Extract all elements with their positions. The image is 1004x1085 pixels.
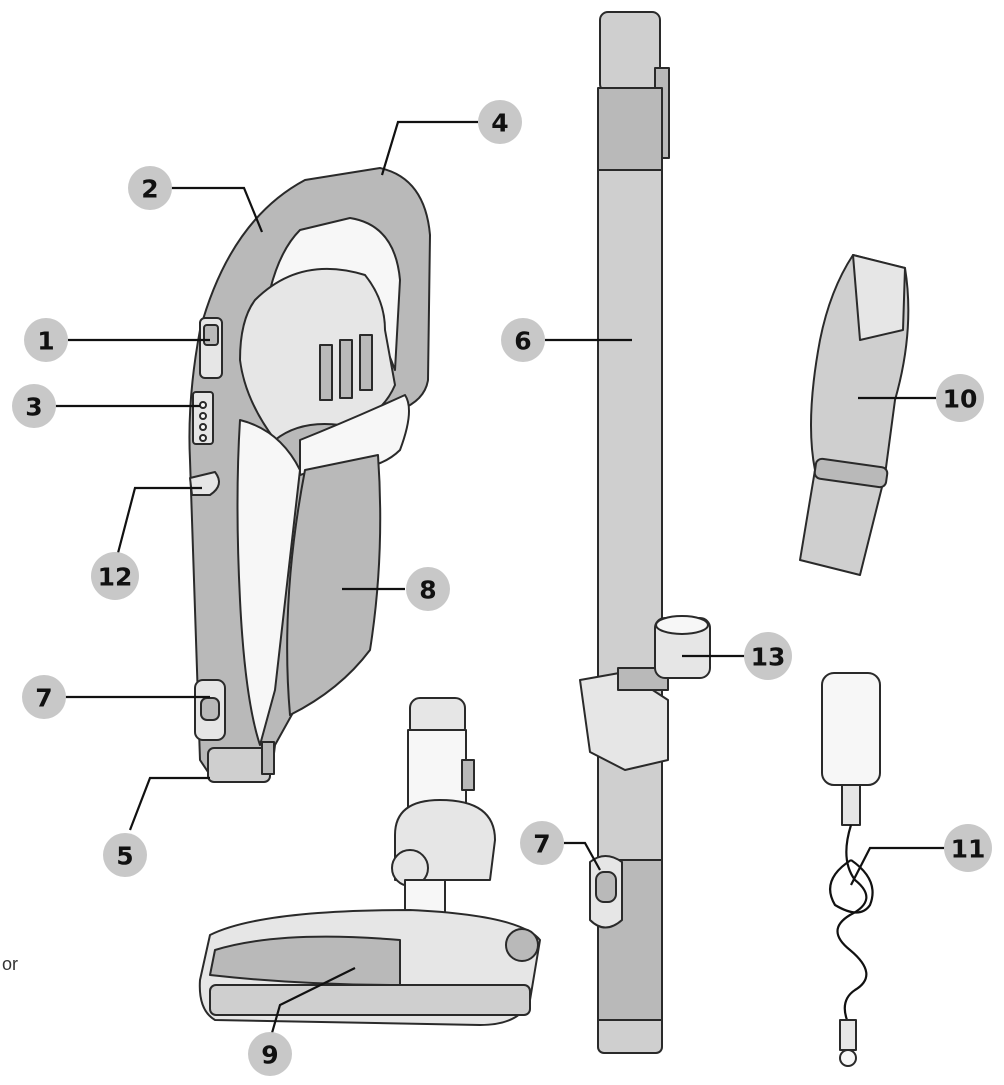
crevice-tool-tip (852, 254, 906, 341)
leader-lines (55, 120, 945, 1041)
extension-tube (579, 11, 670, 1054)
badge-9-label: 9 (261, 1041, 278, 1070)
badge-11-label: 11 (951, 835, 986, 864)
front-trim (236, 419, 301, 746)
badge-5: 5 (103, 833, 147, 877)
charger-barrel (839, 1019, 857, 1051)
brush-wheel (505, 928, 539, 962)
badge-4-label: 4 (491, 109, 508, 138)
badge-6-label: 6 (514, 327, 531, 356)
badge-12-label: 12 (98, 563, 133, 592)
leader-9 (268, 967, 356, 1041)
badge-3-label: 3 (25, 393, 42, 422)
led-2 (199, 412, 207, 420)
badge-10: 10 (936, 374, 984, 422)
leader-2 (170, 186, 264, 233)
badge-8: 8 (406, 567, 450, 611)
floor-brush (198, 697, 541, 1026)
badge-12: 12 (91, 552, 139, 600)
handheld-release-key (200, 697, 220, 721)
brush-top-cover (209, 935, 401, 986)
leader-4 (380, 120, 478, 176)
charger-plug-neck (841, 784, 861, 826)
badge-8-label: 8 (419, 576, 436, 605)
handheld-unit (188, 167, 431, 783)
badge-2: 2 (128, 166, 172, 210)
badge-11: 11 (944, 824, 992, 872)
badge-1: 1 (24, 318, 68, 362)
tube-top-cap (599, 11, 661, 93)
filter-release (189, 471, 220, 496)
badge-10-label: 10 (943, 385, 978, 414)
badge-5-label: 5 (116, 842, 133, 871)
nozzle-clip (261, 741, 275, 775)
charger-cable (836, 824, 868, 1021)
dust-bin (286, 454, 382, 716)
badge-13-label: 13 (751, 643, 786, 672)
badge-13: 13 (744, 632, 792, 680)
leader-11 (850, 846, 945, 886)
brush-neck-clip (461, 759, 475, 791)
badge-7b-label: 7 (533, 830, 550, 859)
badge-2-label: 2 (141, 175, 158, 204)
accessory-clip-hole (655, 615, 709, 635)
led-1 (199, 401, 207, 409)
led-3 (199, 423, 207, 431)
badge-7a: 7 (22, 675, 66, 719)
accessory-clip (654, 615, 711, 679)
leader-12 (116, 486, 202, 554)
badge-1-label: 1 (37, 327, 54, 356)
vent-2 (339, 339, 353, 399)
handheld-nozzle (207, 747, 271, 783)
tube-top-collar (597, 87, 663, 171)
crevice-tool (799, 254, 910, 576)
badge-7b: 7 (520, 821, 564, 865)
tube-release-key (595, 871, 617, 903)
charger-tip (839, 1049, 857, 1067)
vent-1 (319, 344, 333, 401)
brush-bottom-strip (209, 984, 531, 1016)
leader-5 (128, 776, 210, 831)
charger-adapter (821, 672, 881, 786)
charger-cable-loop (829, 859, 874, 914)
power-switch-key (203, 324, 219, 346)
vent-3 (359, 334, 373, 391)
badge-7a-label: 7 (35, 684, 52, 713)
badge-9: 9 (248, 1032, 292, 1076)
badge-3: 3 (12, 384, 56, 428)
leader-7b (564, 841, 601, 871)
edge-text: or (2, 954, 18, 974)
charger (821, 672, 881, 1067)
led-4 (199, 434, 207, 442)
crevice-tool-band (813, 457, 889, 489)
badge-4: 4 (478, 100, 522, 144)
badge-6: 6 (501, 318, 545, 362)
